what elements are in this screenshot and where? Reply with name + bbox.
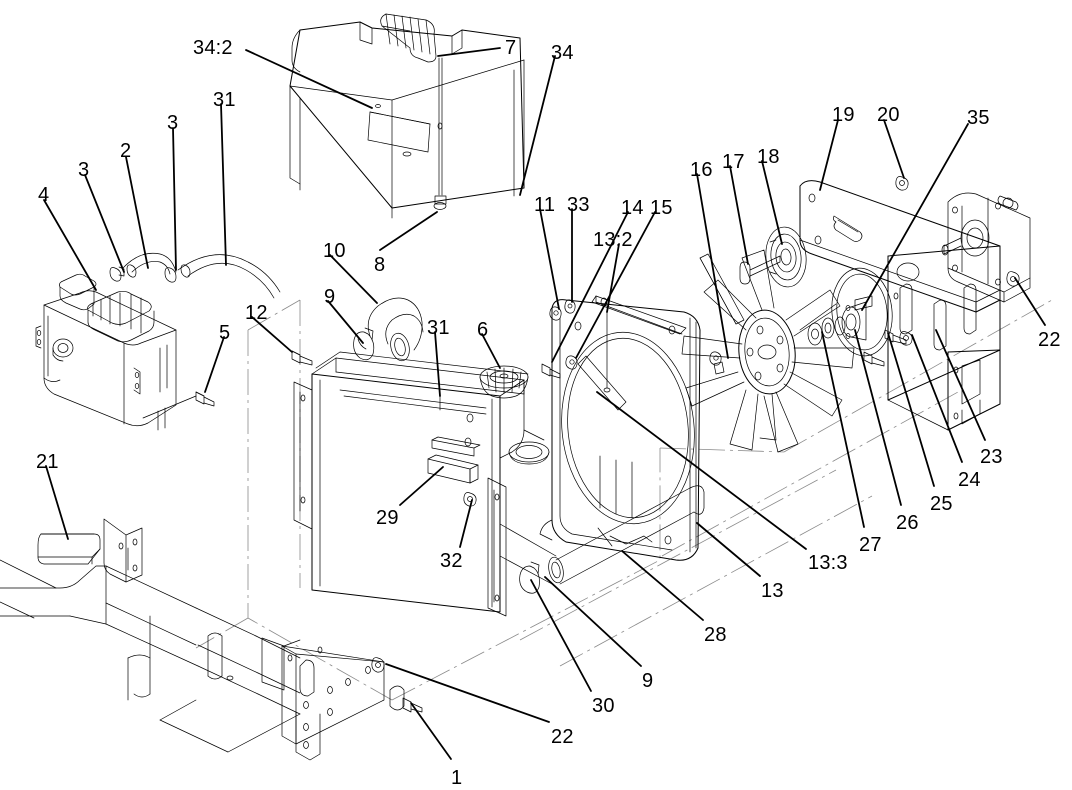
callout-6[interactable]: 6: [477, 319, 489, 341]
part-18-idler-pulley: [765, 226, 807, 288]
callout-11[interactable]: 11: [534, 194, 556, 216]
parts-14-15-16-fasteners: [541, 351, 725, 379]
callout-14[interactable]: 14: [621, 197, 644, 219]
callout-29[interactable]: 29: [376, 507, 399, 529]
parts-2-3-tank-hose-clamps: [109, 252, 281, 299]
callout-34-2[interactable]: 34:2: [193, 37, 233, 59]
callout-16[interactable]: 16: [690, 159, 713, 181]
callout-28[interactable]: 28: [704, 624, 727, 646]
callout-23[interactable]: 23: [980, 446, 1003, 468]
callout-13-2[interactable]: 13:2: [593, 229, 633, 251]
part-12-bolt: [291, 350, 313, 366]
part-21-bumper-pad: [37, 533, 101, 565]
part-13-radiator-core: [293, 351, 564, 617]
part-34-top-cover: [289, 13, 525, 219]
callout-13-3[interactable]: 13:3: [808, 552, 848, 574]
callout-10[interactable]: 10: [323, 240, 346, 262]
chassis-frame: [0, 559, 301, 753]
callout-27[interactable]: 27: [859, 534, 882, 556]
callout-19[interactable]: 19: [832, 104, 855, 126]
callout-22-a[interactable]: 22: [1038, 329, 1061, 351]
callout-33[interactable]: 33: [567, 194, 590, 216]
callout-4[interactable]: 4: [38, 184, 50, 206]
callout-17[interactable]: 17: [722, 151, 745, 173]
callout-5[interactable]: 5: [219, 322, 231, 344]
callout-21[interactable]: 21: [36, 451, 59, 473]
callout-1[interactable]: 1: [451, 767, 463, 789]
bottom-mount-bracket: [261, 637, 423, 761]
callout-30[interactable]: 30: [592, 695, 615, 717]
part-13-fan-shroud: [539, 299, 701, 561]
callout-18[interactable]: 18: [757, 146, 780, 168]
callout-13[interactable]: 13: [761, 580, 784, 602]
callout-25[interactable]: 25: [930, 493, 953, 515]
callout-31-b[interactable]: 31: [427, 317, 450, 339]
callout-34[interactable]: 34: [551, 42, 574, 64]
callout-3-b[interactable]: 3: [78, 159, 90, 181]
left-support-bracket: [103, 518, 143, 583]
callout-24[interactable]: 24: [958, 469, 981, 491]
part-17-shoulder-bolt: [739, 255, 781, 285]
callout-9-a[interactable]: 9: [324, 286, 336, 308]
cooling-fan-assembly: [681, 249, 855, 453]
callout-22-b[interactable]: 22: [551, 726, 574, 748]
callout-3-a[interactable]: 3: [167, 112, 179, 134]
callout-7[interactable]: 7: [505, 37, 517, 59]
callout-20[interactable]: 20: [877, 104, 900, 126]
callout-26[interactable]: 26: [896, 512, 919, 534]
part-4-expansion-tank: [35, 273, 177, 431]
callout-2[interactable]: 2: [120, 140, 132, 162]
part-5-bolt: [142, 391, 215, 419]
callout-12[interactable]: 12: [245, 302, 268, 324]
callout-15[interactable]: 15: [650, 197, 673, 219]
callout-32[interactable]: 32: [440, 550, 463, 572]
callout-8[interactable]: 8: [374, 254, 386, 276]
parts-15-16-rods: [577, 253, 745, 411]
callout-35[interactable]: 35: [967, 107, 990, 129]
callout-31-a[interactable]: 31: [213, 89, 236, 111]
phantom-construction-lines: [195, 299, 1053, 701]
part-19-mount-plate: [799, 176, 1001, 431]
callout-9-b[interactable]: 9: [642, 670, 654, 692]
parts-9-10-upper-hose: [353, 297, 424, 362]
